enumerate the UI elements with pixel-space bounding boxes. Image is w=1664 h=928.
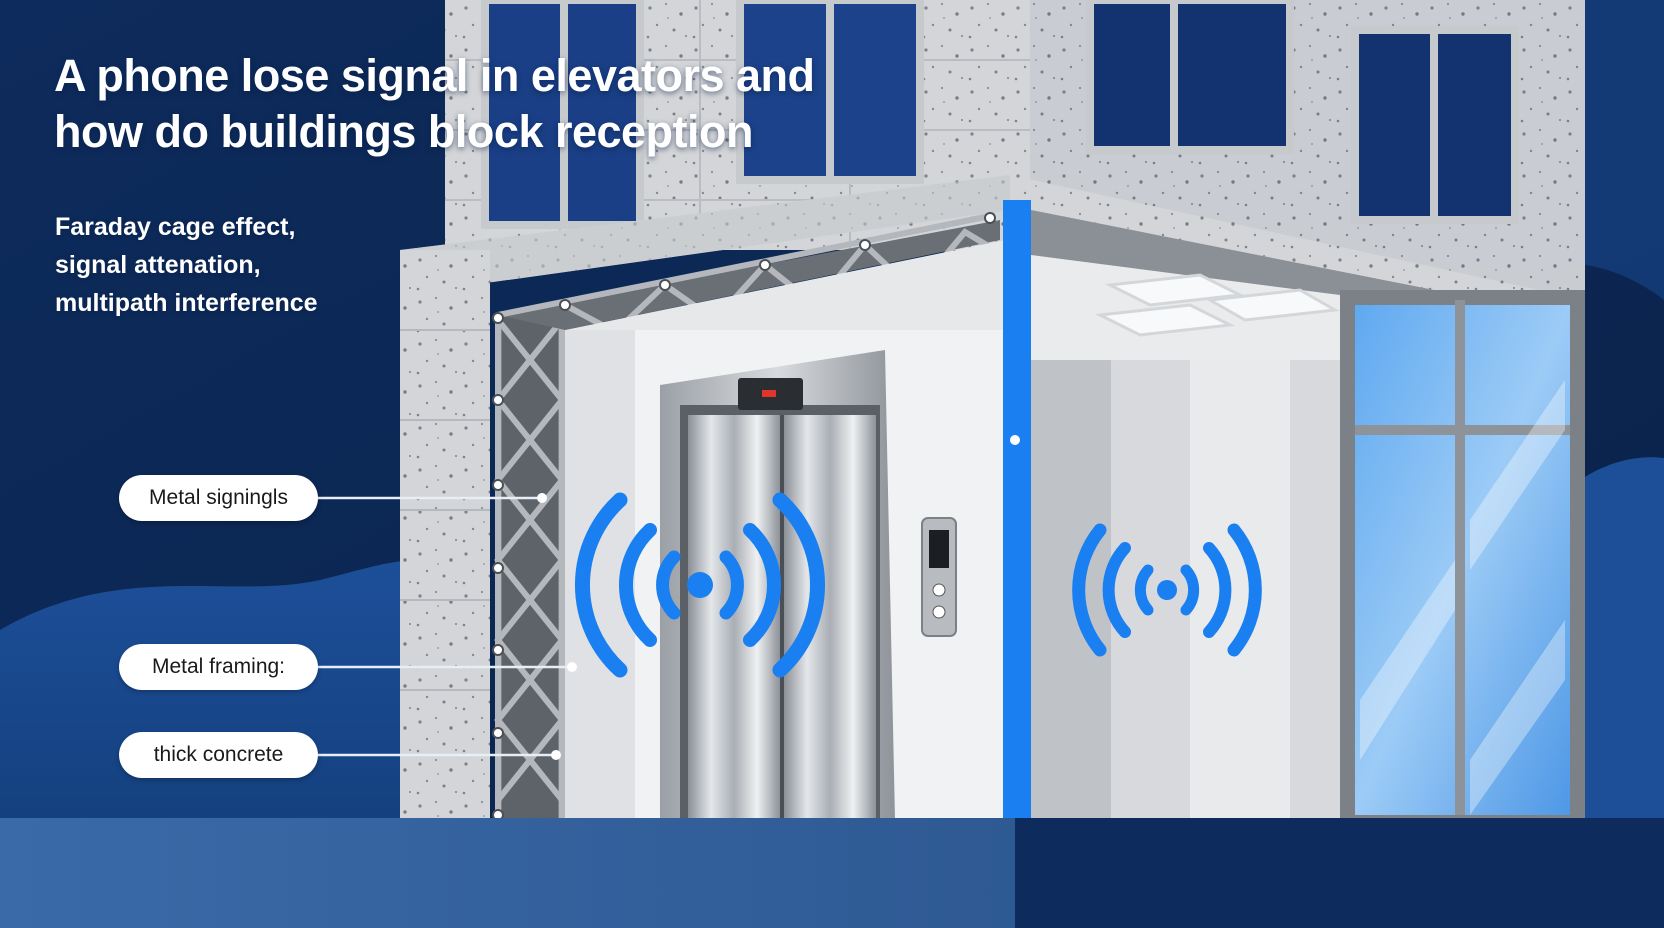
elevator-call-panel: [921, 517, 957, 637]
subtitle: Faraday cage effect, signal attenation, …: [55, 208, 435, 322]
signal-waves-icon: [1072, 523, 1262, 657]
title-line: A phone lose signal in elevators and: [54, 50, 815, 101]
subtitle-line: multipath interference: [55, 289, 318, 317]
signal-waves-icon: [574, 492, 826, 678]
callout-label-metal-signingls: Metal signingls: [119, 475, 318, 521]
page-title: A phone lose signal in elevators and how…: [54, 48, 954, 160]
subtitle-line: signal attenation,: [55, 251, 261, 279]
steel-frame: [660, 350, 895, 820]
subtitle-line: Faraday cage effect,: [55, 213, 296, 241]
title-line: how do buildings block reception: [54, 106, 754, 157]
callout-label-metal-framing: Metal framing:: [119, 644, 318, 690]
callout-label-thick-concrete: thick concrete: [119, 732, 318, 778]
